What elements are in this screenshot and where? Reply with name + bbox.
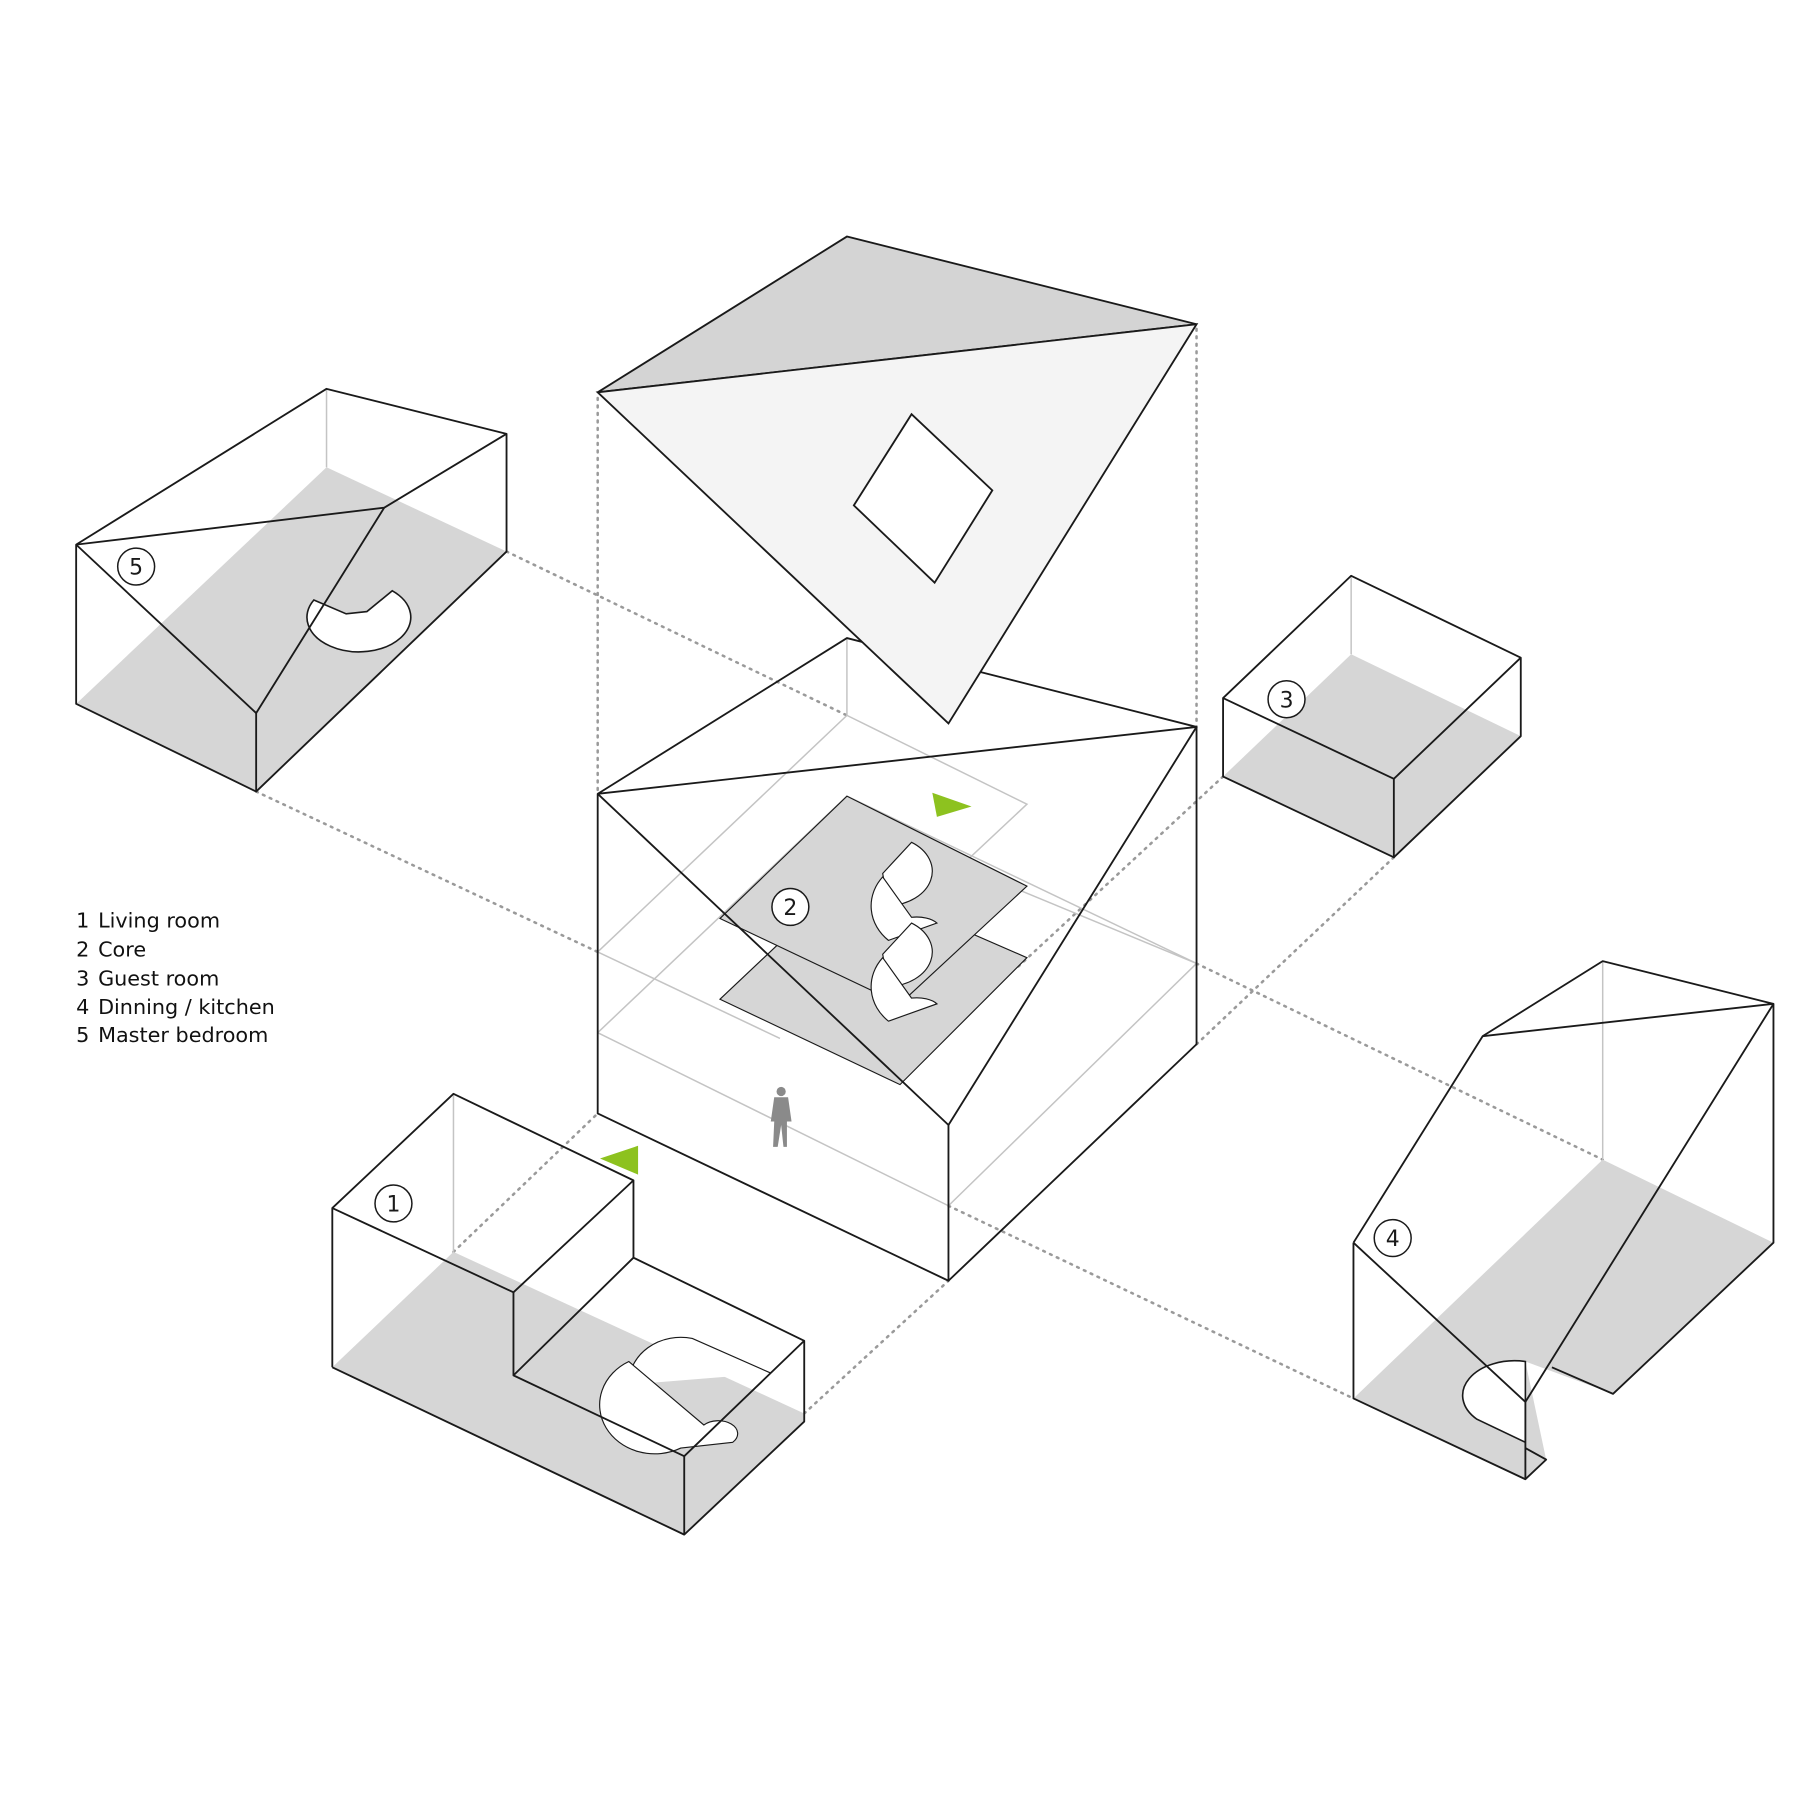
dining-kitchen-volume: 4 — [1352, 960, 1775, 1481]
marker-3: 3 — [1267, 680, 1306, 719]
roof — [595, 235, 1199, 725]
legend-num: 4 — [76, 995, 89, 1019]
legend-num: 1 — [76, 909, 89, 933]
spiral-stair-living — [599, 1336, 772, 1455]
projection-lines — [254, 327, 1604, 1415]
skylight — [852, 412, 994, 585]
legend: 1 Living room 2 Core 3 Guest room 4 Dinn… — [76, 909, 275, 1047]
legend-label: Guest room — [98, 966, 219, 990]
legend-num: 2 — [76, 938, 89, 962]
svg-text:3: 3 — [1280, 688, 1294, 713]
person-figure — [770, 1086, 792, 1147]
marker-1: 1 — [374, 1184, 413, 1223]
svg-text:5: 5 — [129, 556, 143, 581]
legend-label: Core — [98, 938, 146, 962]
master-bedroom-volume: 5 — [75, 387, 508, 793]
svg-text:1: 1 — [386, 1193, 400, 1218]
marker-2: 2 — [771, 887, 810, 927]
legend-num: 5 — [76, 1023, 89, 1047]
legend-label: Living room — [98, 909, 220, 933]
spiral-stair-upper — [870, 841, 939, 1022]
svg-text:2: 2 — [783, 896, 797, 921]
entry-arrow-core — [932, 792, 972, 817]
svg-text:4: 4 — [1386, 1227, 1400, 1252]
guest-room-volume: 3 — [1222, 574, 1522, 859]
core-volume: 2 — [596, 637, 1198, 1282]
entry-arrow-living — [600, 1145, 639, 1175]
legend-num: 3 — [76, 966, 89, 990]
legend-label: Master bedroom — [98, 1023, 268, 1047]
marker-5: 5 — [116, 547, 156, 586]
legend-label: Dinning / kitchen — [98, 995, 275, 1019]
marker-4: 4 — [1373, 1218, 1412, 1258]
living-room-volume: 1 — [331, 1092, 806, 1536]
